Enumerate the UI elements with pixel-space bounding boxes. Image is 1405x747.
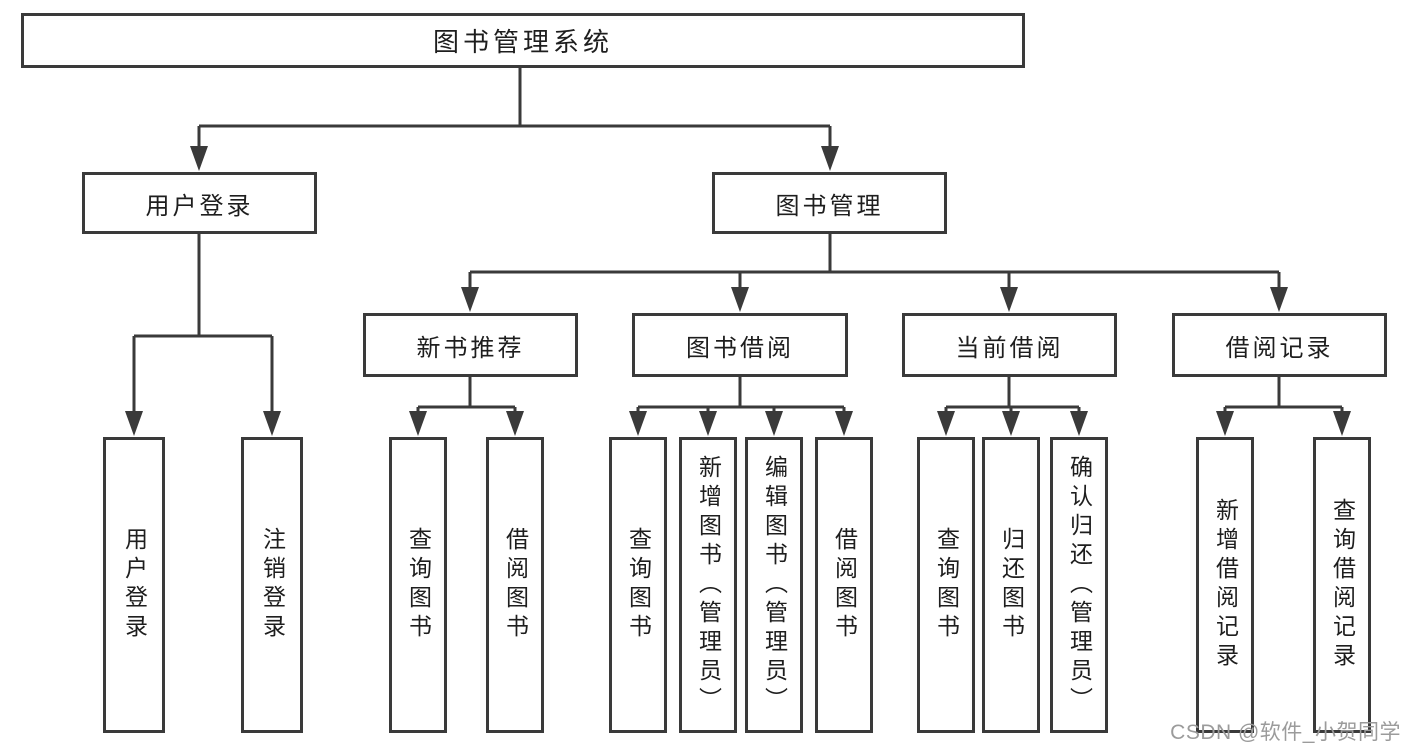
book-borrow-label: 图书借阅 bbox=[686, 334, 794, 362]
leaf-add-books-admin: 新增图书（管理员） bbox=[679, 437, 737, 733]
leaf-add-books-admin-label: 新增图书（管理员） bbox=[695, 454, 722, 716]
leaf-add-borrow-record: 新增借阅记录 bbox=[1196, 437, 1254, 733]
leaf-borrow-books-2-label: 借阅图书 bbox=[831, 527, 858, 643]
leaf-add-borrow-record-label: 新增借阅记录 bbox=[1212, 498, 1239, 672]
leaf-query-books-3-label: 查询图书 bbox=[933, 527, 960, 643]
leaf-return-books-label: 归还图书 bbox=[998, 527, 1025, 643]
leaf-user-login-label: 用户登录 bbox=[121, 527, 148, 643]
new-book-recommend-node: 新书推荐 bbox=[363, 313, 578, 377]
book-management-node-label: 图书管理 bbox=[775, 192, 884, 220]
leaf-confirm-return-admin: 确认归还（管理员） bbox=[1050, 437, 1108, 733]
user-login-node: 用户登录 bbox=[82, 172, 317, 234]
leaf-confirm-return-admin-label: 确认归还（管理员） bbox=[1066, 454, 1093, 716]
leaf-query-books-1: 查询图书 bbox=[389, 437, 447, 733]
borrow-record-label: 借阅记录 bbox=[1225, 334, 1334, 362]
root-node: 图书管理系统 bbox=[21, 13, 1025, 68]
current-borrow-label: 当前借阅 bbox=[955, 334, 1064, 362]
current-borrow-node: 当前借阅 bbox=[902, 313, 1117, 377]
leaf-query-books-2-label: 查询图书 bbox=[625, 527, 652, 643]
leaf-query-borrow-record-label: 查询借阅记录 bbox=[1329, 498, 1356, 672]
csdn-watermark: CSDN @软件_小贺同学 bbox=[1170, 721, 1401, 744]
borrow-record-node: 借阅记录 bbox=[1172, 313, 1387, 377]
leaf-borrow-books-2: 借阅图书 bbox=[815, 437, 873, 733]
leaf-return-books: 归还图书 bbox=[982, 437, 1040, 733]
user-login-node-label: 用户登录 bbox=[145, 192, 254, 220]
leaf-logout: 注销登录 bbox=[241, 437, 303, 733]
book-management-node: 图书管理 bbox=[712, 172, 947, 234]
leaf-user-login: 用户登录 bbox=[103, 437, 165, 733]
new-book-recommend-label: 新书推荐 bbox=[416, 334, 525, 362]
arrowheads bbox=[125, 146, 1351, 436]
leaf-query-borrow-record: 查询借阅记录 bbox=[1313, 437, 1371, 733]
leaf-query-books-3: 查询图书 bbox=[917, 437, 975, 733]
leaf-edit-books-admin: 编辑图书（管理员） bbox=[745, 437, 803, 733]
leaf-query-books-2: 查询图书 bbox=[609, 437, 667, 733]
leaf-borrow-books-1-label: 借阅图书 bbox=[502, 527, 529, 643]
leaf-query-books-1-label: 查询图书 bbox=[405, 527, 432, 643]
root-node-label: 图书管理系统 bbox=[432, 27, 613, 57]
leaf-borrow-books-1: 借阅图书 bbox=[486, 437, 544, 733]
book-borrow-node: 图书借阅 bbox=[632, 313, 848, 377]
leaf-logout-label: 注销登录 bbox=[259, 527, 286, 643]
leaf-edit-books-admin-label: 编辑图书（管理员） bbox=[761, 454, 788, 716]
